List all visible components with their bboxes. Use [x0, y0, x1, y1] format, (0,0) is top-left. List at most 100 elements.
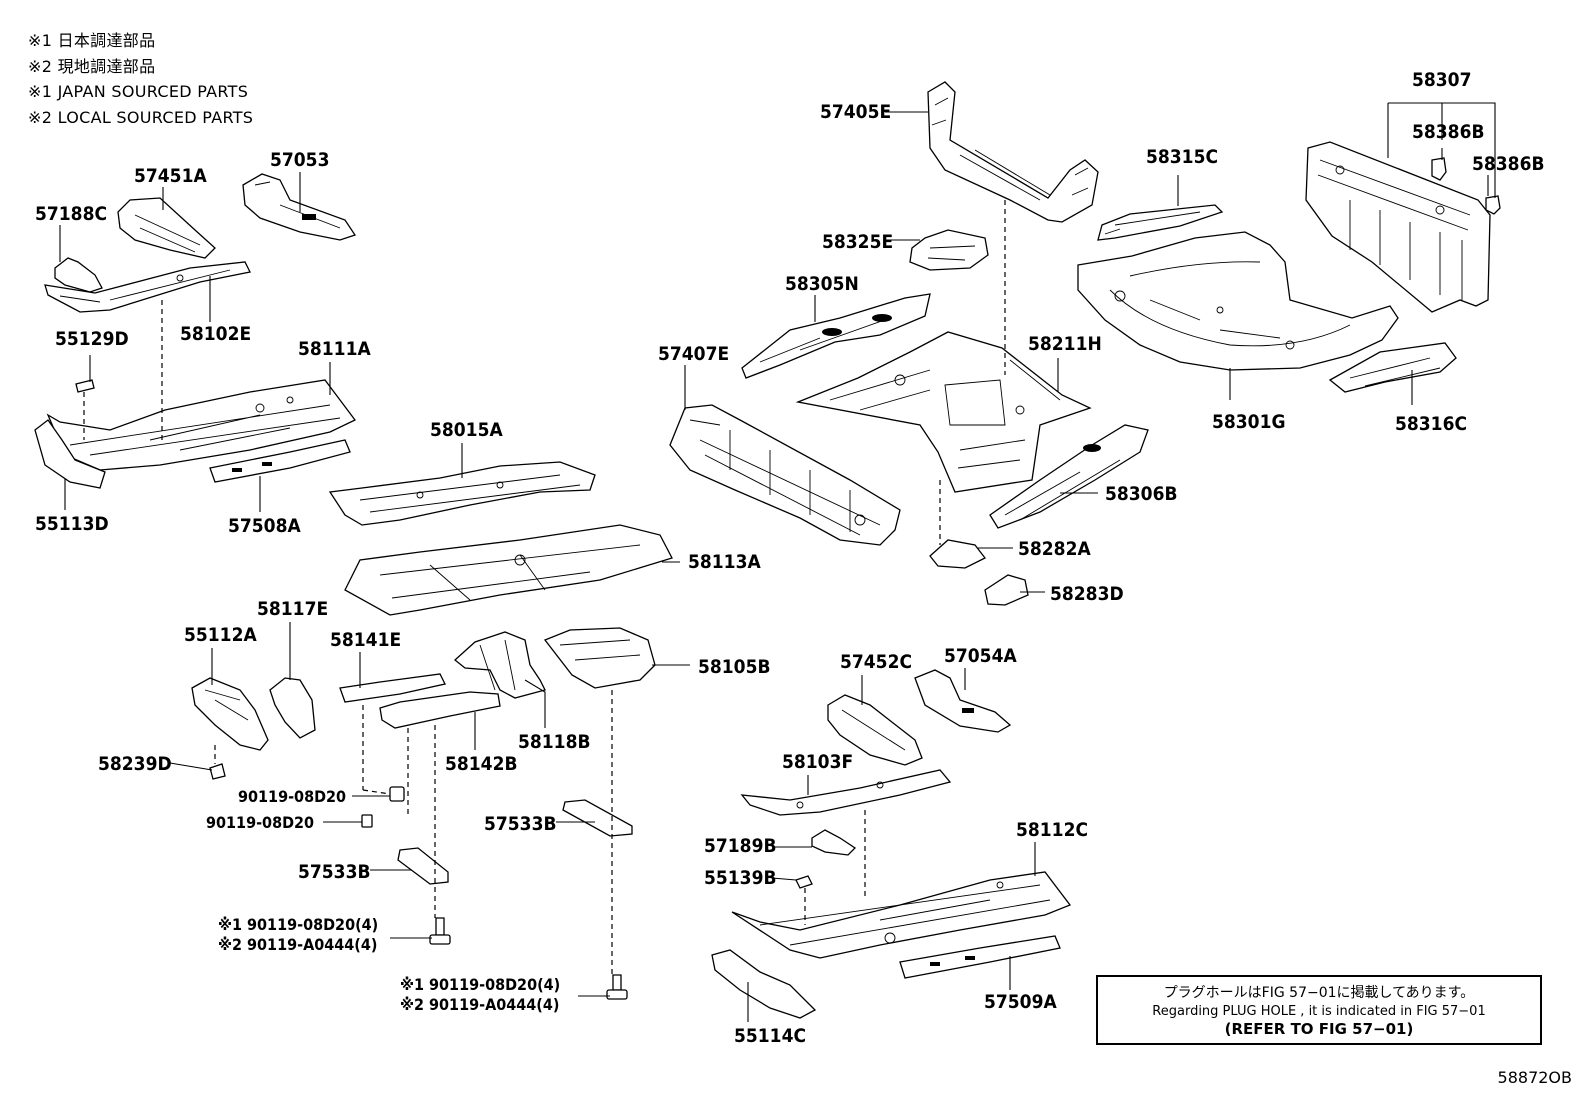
- part-58386B-b: [1485, 195, 1501, 215]
- bolt-90119-group-2: [606, 974, 628, 1000]
- label-57189B: 57189B: [704, 835, 777, 857]
- label-57405E: 57405E: [820, 101, 891, 123]
- label-58102E: 58102E: [180, 323, 251, 345]
- part-58325E: [909, 229, 989, 271]
- part-55129D: [75, 379, 95, 393]
- label-bolt-group-2-line-1: ※1 90119-08D20(4): [400, 975, 560, 994]
- label-bolt-group-2-line-2: ※2 90119-A0444(4): [400, 995, 559, 1014]
- part-58307: [1305, 141, 1491, 313]
- label-58141E: 58141E: [330, 629, 401, 651]
- part-57452C: [827, 694, 923, 766]
- label-58239D: 58239D: [98, 753, 172, 775]
- part-55114C: [711, 949, 817, 1019]
- label-57451A: 57451A: [134, 165, 207, 187]
- part-58105B: [543, 627, 656, 689]
- part-58316C: [1328, 342, 1457, 393]
- label-58386B-a: 58386B: [1412, 121, 1485, 143]
- label-58386B-b: 58386B: [1472, 153, 1545, 175]
- label-55114C: 55114C: [734, 1025, 806, 1047]
- note-line-3: (REFER TO FIG 57−01): [1224, 1020, 1414, 1038]
- label-58118B: 58118B: [518, 731, 591, 753]
- part-57054A: [914, 669, 1012, 733]
- label-58103F: 58103F: [782, 751, 853, 773]
- part-58211H: [795, 331, 1092, 493]
- label-58283D: 58283D: [1050, 583, 1124, 605]
- label-58325E: 58325E: [822, 231, 893, 253]
- label-58307: 58307: [1412, 69, 1471, 91]
- label-58105B: 58105B: [698, 656, 771, 678]
- part-57509A: [899, 935, 1061, 979]
- label-57452C: 57452C: [840, 651, 912, 673]
- part-58142B: [379, 691, 501, 729]
- part-labels: 57405E 58307 58386B 58386B 58315C 58325E…: [35, 69, 1545, 1047]
- part-58239D: [209, 763, 226, 780]
- label-58117E: 58117E: [257, 598, 328, 620]
- legend: ※1 日本調達部品 ※2 現地調達部品 ※1 JAPAN SOURCED PAR…: [28, 28, 253, 130]
- part-57407E: [669, 404, 901, 546]
- label-57407E: 57407E: [658, 343, 729, 365]
- part-58306B: [989, 424, 1149, 529]
- part-58102E: [44, 261, 251, 313]
- label-57509A: 57509A: [984, 991, 1057, 1013]
- label-58111A: 58111A: [298, 338, 371, 360]
- part-57451A: [117, 197, 216, 259]
- part-58103F: [740, 769, 952, 816]
- label-58301G: 58301G: [1212, 411, 1286, 433]
- label-55129D: 55129D: [55, 328, 129, 350]
- label-57533B-b: 57533B: [298, 861, 371, 883]
- label-58305N: 58305N: [785, 273, 859, 295]
- note-line-2: Regarding PLUG HOLE , it is indicated in…: [1152, 1004, 1486, 1019]
- label-58015A: 58015A: [430, 419, 503, 441]
- label-57053: 57053: [270, 149, 329, 171]
- bolt-90119-b: [361, 814, 373, 828]
- label-55112A: 55112A: [184, 624, 257, 646]
- bolt-90119-group-1: [429, 917, 451, 945]
- label-90119-08D20-b: 90119-08D20: [206, 813, 314, 832]
- part-57508A: [209, 439, 351, 483]
- assembly-lines: [83, 200, 1006, 975]
- label-58113A: 58113A: [688, 551, 761, 573]
- legend-line-3: ※1 JAPAN SOURCED PARTS: [28, 82, 249, 101]
- note-line-1: プラグホールはFIG 57−01に掲載してあります。: [1163, 985, 1475, 1001]
- label-57533B-a: 57533B: [484, 813, 557, 835]
- part-57053: [242, 173, 357, 241]
- label-58316C: 58316C: [1395, 413, 1467, 435]
- label-57188C: 57188C: [35, 203, 107, 225]
- label-58282A: 58282A: [1018, 538, 1091, 560]
- part-58118B: [453, 631, 546, 699]
- bolt-90119-a: [389, 786, 405, 802]
- part-58111A: [46, 379, 356, 471]
- reference-note-box: プラグホールはFIG 57−01に掲載してあります。 Regarding PLU…: [1096, 975, 1542, 1045]
- figure-code: 58872OB: [1497, 1068, 1572, 1087]
- part-58141E: [339, 673, 446, 703]
- label-bolt-group-1-line-1: ※1 90119-08D20(4): [218, 915, 378, 934]
- part-58386B-a: [1431, 157, 1447, 181]
- part-57189B: [811, 829, 857, 856]
- part-58305N: [741, 293, 931, 379]
- label-58211H: 58211H: [1028, 333, 1102, 355]
- leader-lines: [59, 102, 1496, 1022]
- label-55113D: 55113D: [35, 513, 109, 535]
- part-57533B-a: [562, 799, 633, 837]
- label-90119-08D20-a: 90119-08D20: [238, 787, 346, 806]
- part-58112C: [731, 871, 1072, 959]
- part-58015A: [328, 461, 596, 526]
- label-58315C: 58315C: [1146, 146, 1218, 168]
- part-58282A: [929, 539, 986, 569]
- part-55112A: [191, 677, 269, 751]
- part-58315C: [1097, 204, 1224, 241]
- legend-line-2: ※2 現地調達部品: [28, 56, 156, 76]
- label-bolt-group-1-line-2: ※2 90119-A0444(4): [218, 935, 377, 954]
- label-58142B: 58142B: [445, 753, 518, 775]
- part-55139B: [795, 875, 813, 889]
- part-58113A: [344, 524, 673, 616]
- part-57533B-b: [397, 847, 449, 885]
- part-57188C: [54, 257, 103, 293]
- legend-line-4: ※2 LOCAL SOURCED PARTS: [28, 107, 254, 127]
- label-57054A: 57054A: [944, 645, 1017, 667]
- part-57405E: [927, 81, 1099, 223]
- label-58112C: 58112C: [1016, 819, 1088, 841]
- part-58301G: [1077, 231, 1399, 371]
- part-58117E: [269, 677, 316, 739]
